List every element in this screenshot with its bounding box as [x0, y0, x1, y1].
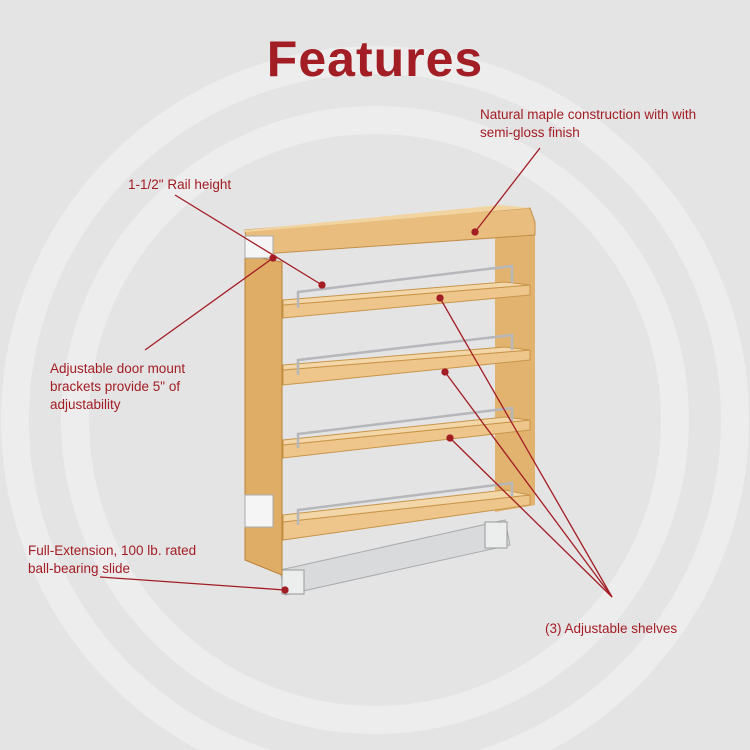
callout-slide: Full-Extension, 100 lb. rated ball-beari… [28, 543, 197, 576]
background-arcs [1, 46, 749, 750]
callout-lines [99, 147, 613, 598]
cabinet-illustration [244, 205, 536, 596]
callout-rail-height: 1-1/2" Rail height [128, 177, 232, 192]
callout-construction: Natural maple construction with with sem… [480, 107, 697, 140]
callout-shelves: (3) Adjustable shelves [545, 621, 678, 636]
callout-brackets: Adjustable door mount brackets provide 5… [50, 361, 186, 412]
page-title: Features [266, 31, 484, 87]
